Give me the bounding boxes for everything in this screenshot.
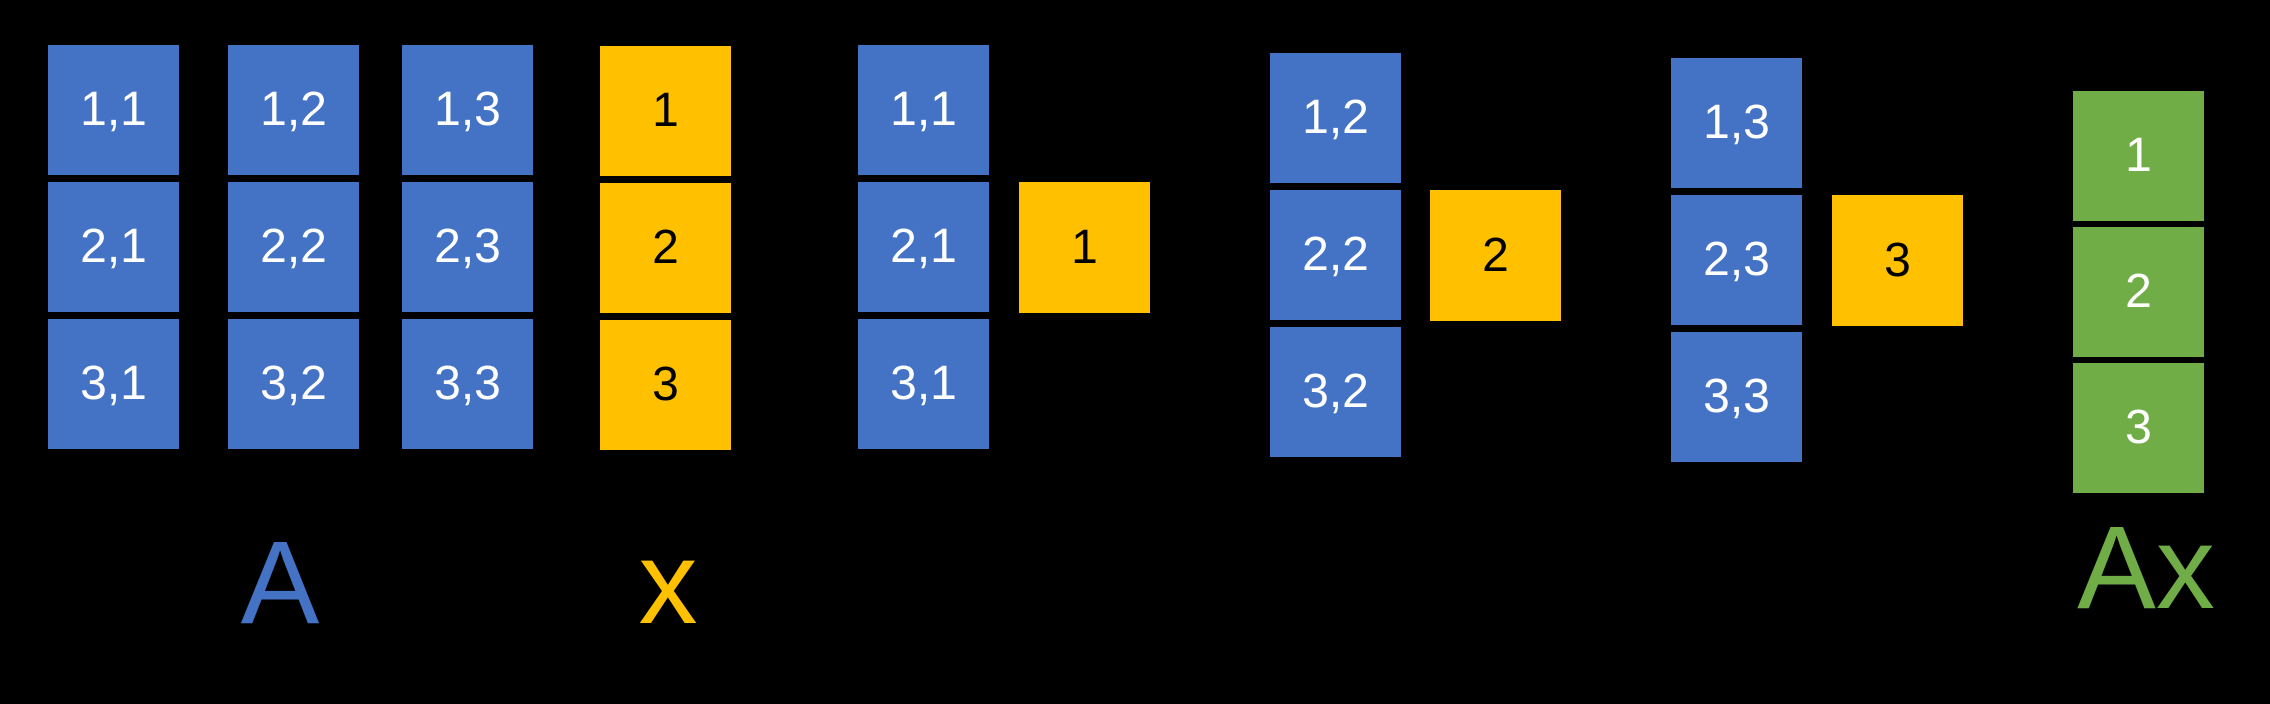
label-vector-x: x (638, 517, 698, 649)
result-cell-3: 3 (2073, 363, 2204, 493)
product-1-column: 1,1 2,1 3,1 (858, 45, 989, 449)
matrix-cell-1-2: 1,2 (228, 45, 359, 175)
matrix-cell-3-2: 3,2 (228, 319, 359, 449)
matrix-cell-2-1: 2,1 (48, 182, 179, 312)
product-3-cell-2: 2,3 (1671, 195, 1802, 325)
matrix-a-column-2: 1,2 2,2 3,2 (228, 45, 359, 449)
product-2-cell-3: 3,2 (1270, 327, 1401, 457)
product-2-cell-2: 2,2 (1270, 190, 1401, 320)
product-1-cell-2: 2,1 (858, 182, 989, 312)
matrix-cell-3-3: 3,3 (402, 319, 533, 449)
product-2-scalar: 2 (1430, 190, 1561, 321)
vector-x-column: 1 2 3 (600, 46, 731, 450)
matrix-cell-1-1: 1,1 (48, 45, 179, 175)
result-cell-2: 2 (2073, 227, 2204, 357)
product-3-column: 1,3 2,3 3,3 (1671, 58, 1802, 462)
matrix-a-column-3: 1,3 2,3 3,3 (402, 45, 533, 449)
matrix-cell-2-2: 2,2 (228, 182, 359, 312)
matrix-cell-2-3: 2,3 (402, 182, 533, 312)
label-matrix-a: A (240, 517, 320, 649)
product-2-column: 1,2 2,2 3,2 (1270, 53, 1401, 457)
label-result-ax: Ax (2077, 502, 2215, 634)
matrix-a-column-1: 1,1 2,1 3,1 (48, 45, 179, 449)
vector-x-cell-2: 2 (600, 183, 731, 313)
product-3-cell-1: 1,3 (1671, 58, 1802, 188)
vector-x-cell-3: 3 (600, 320, 731, 450)
matrix-cell-3-1: 3,1 (48, 319, 179, 449)
product-1-cell-3: 3,1 (858, 319, 989, 449)
product-1-cell-1: 1,1 (858, 45, 989, 175)
product-3-scalar: 3 (1832, 195, 1963, 326)
result-ax-column: 1 2 3 (2073, 91, 2204, 493)
product-2-cell-1: 1,2 (1270, 53, 1401, 183)
product-1-scalar: 1 (1019, 182, 1150, 313)
matrix-cell-1-3: 1,3 (402, 45, 533, 175)
vector-x-cell-1: 1 (600, 46, 731, 176)
result-cell-1: 1 (2073, 91, 2204, 221)
product-3-cell-3: 3,3 (1671, 332, 1802, 462)
